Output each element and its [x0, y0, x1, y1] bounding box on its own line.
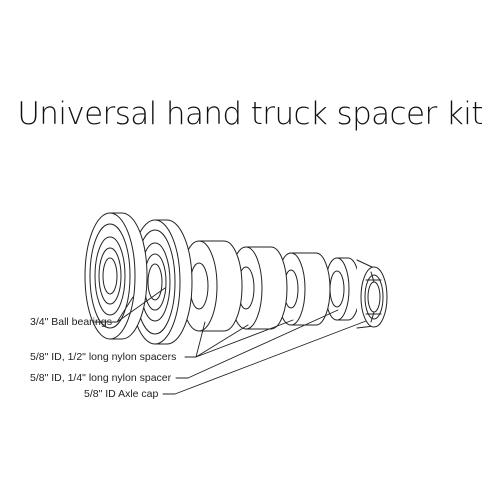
diagram-title: Universal hand truck spacer kit	[17, 96, 483, 132]
leader-axle-cap	[162, 320, 367, 395]
axle-cap	[356, 259, 388, 329]
leader-short-spacer	[175, 309, 339, 379]
leader-lines	[94, 287, 367, 395]
ball-bearing-1	[84, 212, 148, 340]
leader-long-spacers	[184, 319, 294, 358]
label-short-nylon-spacer: 5/8" ID, 1/4" long nylon spacer	[30, 372, 172, 384]
label-axle-cap: 5/8" ID Axle cap	[84, 388, 159, 400]
leader-ball-bearings	[94, 287, 166, 323]
label-ball-bearings: 3/4" Ball bearings	[30, 316, 112, 328]
label-long-nylon-spacers: 5/8" ID, 1/2" long nylon spacers	[30, 351, 176, 363]
